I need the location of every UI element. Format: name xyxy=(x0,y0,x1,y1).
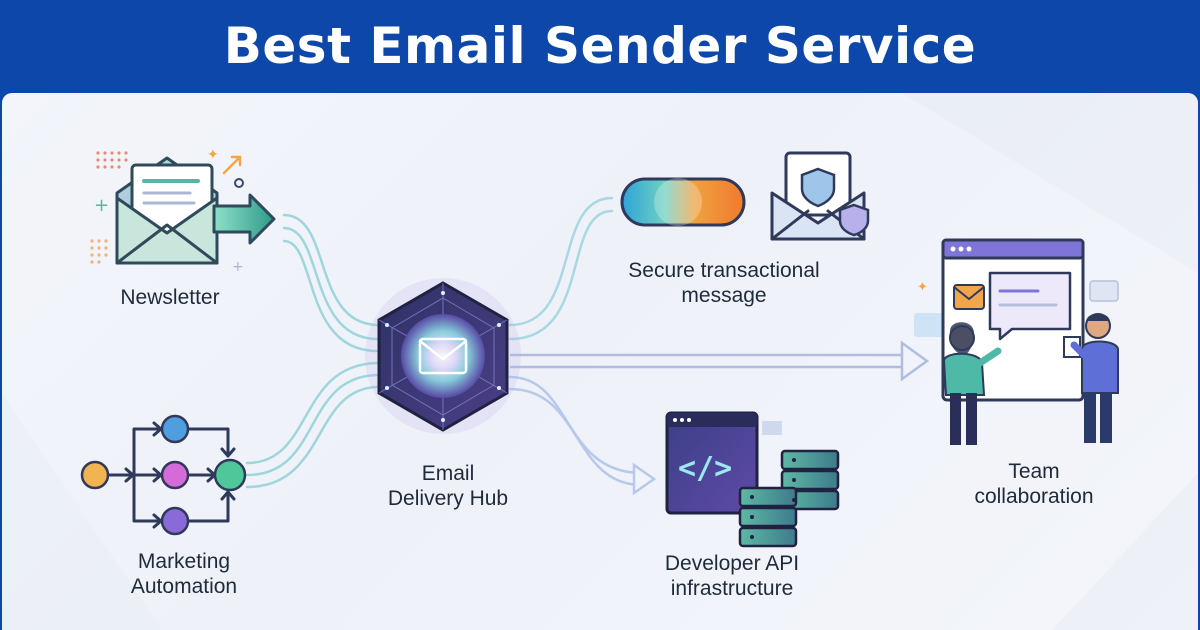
developer-api-label: Developer API infrastructure xyxy=(664,552,800,600)
svg-text:✦: ✦ xyxy=(207,147,219,163)
svg-text:+: + xyxy=(232,259,244,275)
connector-newsletter-hub xyxy=(282,213,379,327)
svg-text:✦: ✦ xyxy=(917,280,928,295)
connector-api-arrowhead xyxy=(632,462,657,496)
connector-lines xyxy=(245,196,644,489)
connector-hub-team xyxy=(510,340,930,382)
svg-text:+: + xyxy=(94,195,109,216)
hub-icon xyxy=(365,278,521,434)
page-title: Best Email Sender Service xyxy=(223,17,977,75)
connector-automation-hub xyxy=(245,373,379,477)
diagram-canvas: + + ✦ xyxy=(2,93,1198,630)
marketing-automation-icon xyxy=(80,414,247,536)
team-collaboration-icon: ✦ xyxy=(914,238,1119,445)
secure-transactional-label: Secure transactional message xyxy=(628,259,820,307)
newsletter-icon: + + ✦ xyxy=(90,147,276,275)
secure-transactional-icon xyxy=(620,151,870,241)
connector-hub-secure xyxy=(508,196,614,327)
team-collaboration-label: Team collaboration xyxy=(974,460,1094,508)
developer-api-icon: </> xyxy=(665,411,840,548)
newsletter-label: Newsletter xyxy=(120,286,220,309)
background-facets xyxy=(2,93,1198,630)
hub-label: Email Delivery Hub xyxy=(387,462,509,510)
svg-text:</>: </> xyxy=(678,451,732,486)
marketing-automation-label: Marketing Automation xyxy=(130,550,238,598)
title-banner: Best Email Sender Service xyxy=(0,0,1200,92)
diagram-panel: + + ✦ xyxy=(2,93,1198,630)
